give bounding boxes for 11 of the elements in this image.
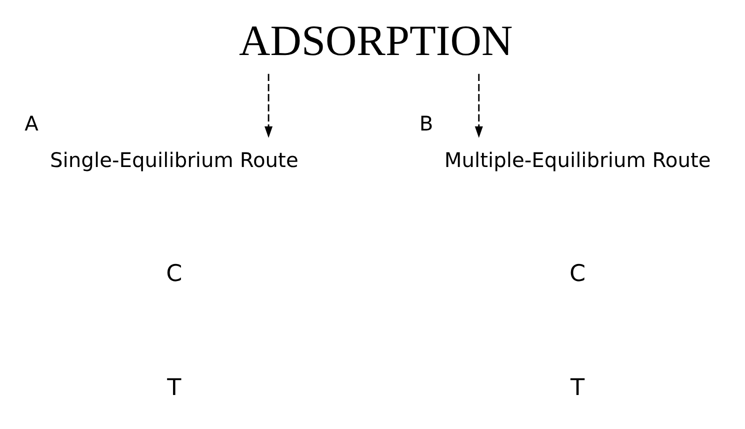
label: C	[569, 260, 586, 286]
arrow	[264, 73, 272, 138]
label: T	[570, 374, 584, 400]
arrow	[474, 73, 482, 138]
node-label: B	[418, 110, 433, 135]
node-text: ADSORPTION	[238, 16, 512, 65]
node-text: Single-Equilibrium Route	[50, 148, 298, 172]
label: C	[166, 260, 182, 286]
node-label: A	[24, 110, 38, 135]
label: T	[166, 374, 181, 400]
node-text: Multiple-Equilibrium Route	[444, 148, 710, 172]
